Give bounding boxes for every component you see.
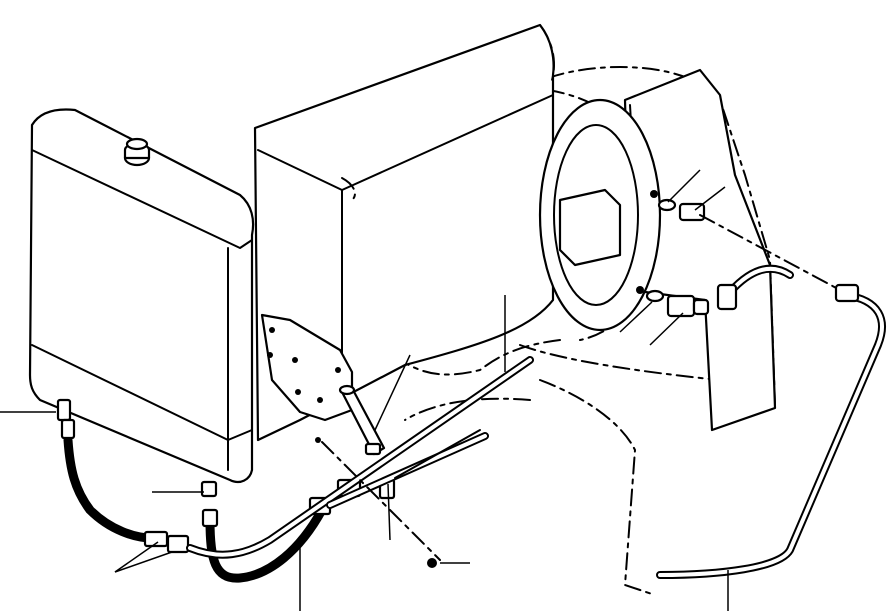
- engine-block: [253, 23, 555, 442]
- fan-shroud-ring: [538, 98, 662, 332]
- cooler-lines: [186, 264, 886, 579]
- radiator: [28, 108, 255, 484]
- callout-leaders: [0, 169, 729, 611]
- elbow-fittings: [636, 190, 841, 318]
- clamp-assembly: [315, 384, 441, 568]
